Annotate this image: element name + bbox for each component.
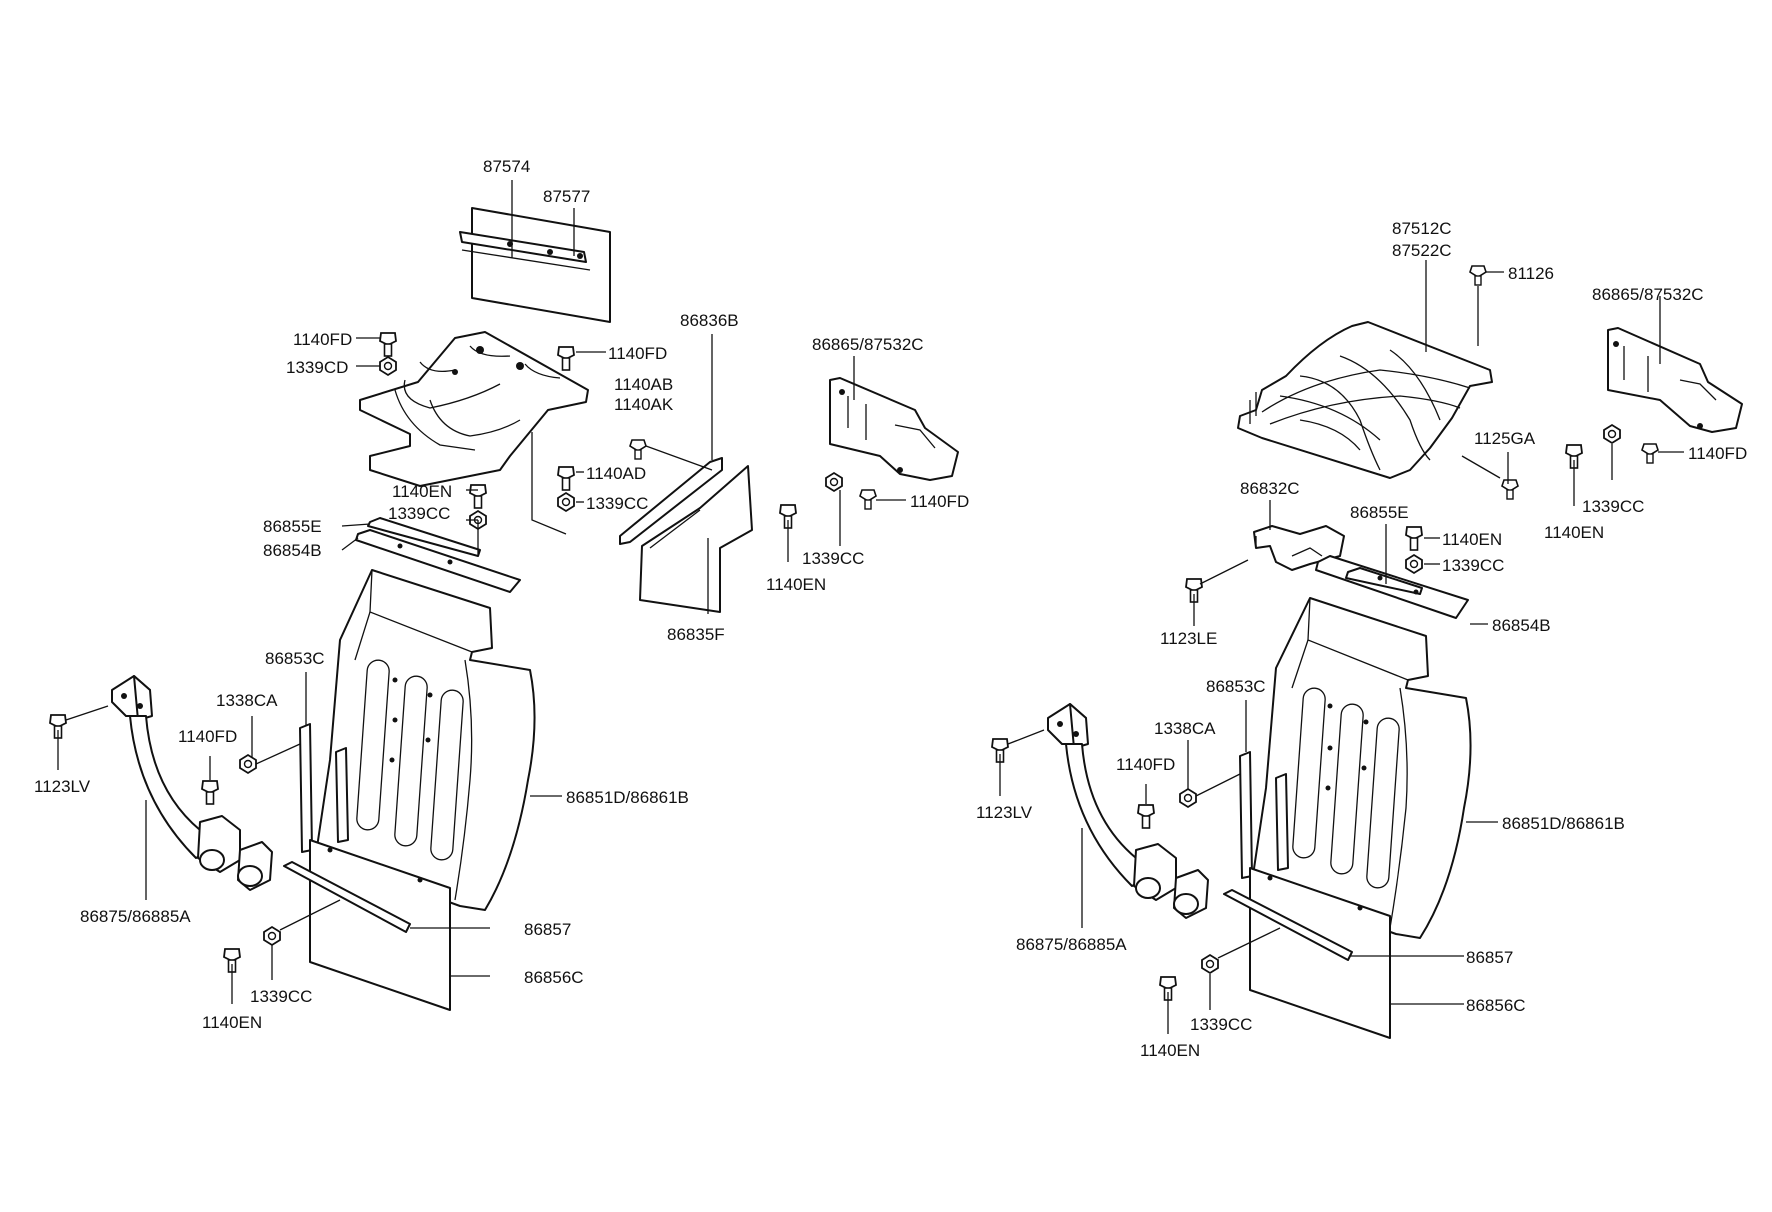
part-label: 1140AD <box>586 464 646 483</box>
left-assembly: 87574 87577 1140FD 1339CD 1140FD 86836B … <box>34 157 969 1032</box>
strip-86855e <box>355 517 521 593</box>
part-label: 1338CA <box>1154 719 1216 738</box>
part-label: 86853C <box>265 649 325 668</box>
bolt-icon <box>557 346 575 371</box>
part-label: 86865/87532C <box>1592 285 1704 304</box>
mud-flap-86856c-right <box>1249 867 1391 1039</box>
part-label: 1339CC <box>250 987 312 1006</box>
part-label: 1140FD <box>293 330 352 349</box>
bolt-icon <box>379 332 397 357</box>
nut-icon <box>379 356 397 376</box>
bolt-icon <box>629 439 647 460</box>
heat-shield-87512c <box>1237 321 1493 479</box>
bolt-icon <box>557 466 575 491</box>
heat-shield-panel <box>359 331 589 487</box>
bolt-icon <box>1501 479 1519 500</box>
nut-icon <box>1179 788 1197 808</box>
part-label: 86835F <box>667 625 725 644</box>
part-label: 1339CC <box>1442 556 1504 575</box>
mud-shield-86851d-right <box>1251 597 1472 939</box>
part-label: 87574 <box>483 157 530 176</box>
part-label: 86851D/86861B <box>1502 814 1625 833</box>
flap-86835f <box>639 465 753 613</box>
part-label: 86832C <box>1240 479 1300 498</box>
part-label: 1140FD <box>910 492 969 511</box>
part-label: 1123LV <box>34 777 91 796</box>
bolt-icon <box>859 489 877 510</box>
clip-icon <box>1469 265 1487 286</box>
nut-icon <box>239 754 257 774</box>
part-label: 87512C <box>1392 219 1452 238</box>
part-label: 1339CD <box>286 358 348 377</box>
part-label: 1339CC <box>388 504 450 523</box>
bolt-icon <box>1641 443 1659 464</box>
part-label: 87577 <box>543 187 590 206</box>
part-label: 1140EN <box>1442 530 1502 549</box>
part-label: 1140AK <box>614 395 674 414</box>
plate-87577 <box>459 207 611 323</box>
part-label: 1140FD <box>178 727 237 746</box>
part-label: 86857 <box>524 920 571 939</box>
part-label: 86875/86885A <box>1016 935 1127 954</box>
part-label: 1140EN <box>202 1013 262 1032</box>
part-label: 1338CA <box>216 691 278 710</box>
mud-shield-86851d <box>315 569 536 911</box>
part-label: 1123LV <box>976 803 1033 822</box>
bar-86857 <box>283 861 411 933</box>
part-label: 1140EN <box>1544 523 1604 542</box>
part-label: 1140EN <box>392 482 452 501</box>
part-label: 1125GA <box>1474 429 1536 448</box>
part-label: 86856C <box>1466 996 1526 1015</box>
labels-right: 87512C 87522C 81126 86865/87532C 1125GA … <box>976 219 1747 1060</box>
part-label: 1339CC <box>1582 497 1644 516</box>
part-label: 86853C <box>1206 677 1266 696</box>
part-label: 1140FD <box>1688 444 1747 463</box>
nut-icon <box>1201 954 1219 974</box>
nut-icon <box>1405 554 1423 574</box>
bolt-icon <box>469 484 487 509</box>
nut-icon <box>557 492 575 512</box>
leader-lines-right <box>999 260 1684 1034</box>
part-label: 87522C <box>1392 241 1452 260</box>
nut-icon <box>263 926 281 946</box>
part-label: 86855E <box>263 517 322 536</box>
labels-left: 87574 87577 1140FD 1339CD 1140FD 86836B … <box>34 157 969 1032</box>
part-label: 1339CC <box>802 549 864 568</box>
part-label: 1339CC <box>1190 1015 1252 1034</box>
part-label: 1339CC <box>586 494 648 513</box>
bolt-icon <box>1405 526 1423 551</box>
nut-icon <box>1603 424 1621 444</box>
part-label: 86836B <box>680 311 739 330</box>
part-label: 86855E <box>1350 503 1409 522</box>
part-label: 1140AB <box>614 375 673 394</box>
bolt-icon <box>201 780 219 805</box>
part-label: 1123LE <box>1160 629 1217 648</box>
bolt-icon <box>1137 804 1155 829</box>
part-label: 86875/86885A <box>80 907 191 926</box>
support-arm-86875 <box>111 675 273 891</box>
strip-86854b-right <box>1315 555 1469 619</box>
part-label: 1140EN <box>766 575 826 594</box>
leader-lines-left <box>57 180 906 1004</box>
right-assembly: 87512C 87522C 81126 86865/87532C 1125GA … <box>976 219 1747 1060</box>
part-label: 1140FD <box>1116 755 1175 774</box>
part-label: 86865/87532C <box>812 335 924 354</box>
part-label: 1140FD <box>608 344 667 363</box>
bracket-86865-right <box>1607 327 1743 433</box>
part-label: 1140EN <box>1140 1041 1200 1060</box>
part-label: 86856C <box>524 968 584 987</box>
support-arm-86875-right <box>1047 703 1209 919</box>
bar-86857-right <box>1223 889 1353 961</box>
part-label: 86854B <box>1492 616 1551 635</box>
bracket-86865 <box>829 377 959 481</box>
part-label: 81126 <box>1508 264 1554 283</box>
part-label: 86854B <box>263 541 322 560</box>
part-label: 86857 <box>1466 948 1513 967</box>
part-label: 86851D/86861B <box>566 788 689 807</box>
strap-86853c-right <box>1239 751 1289 879</box>
mud-flap-86856c <box>309 839 451 1011</box>
bracket-86836b <box>619 457 723 545</box>
nut-icon <box>825 472 843 492</box>
